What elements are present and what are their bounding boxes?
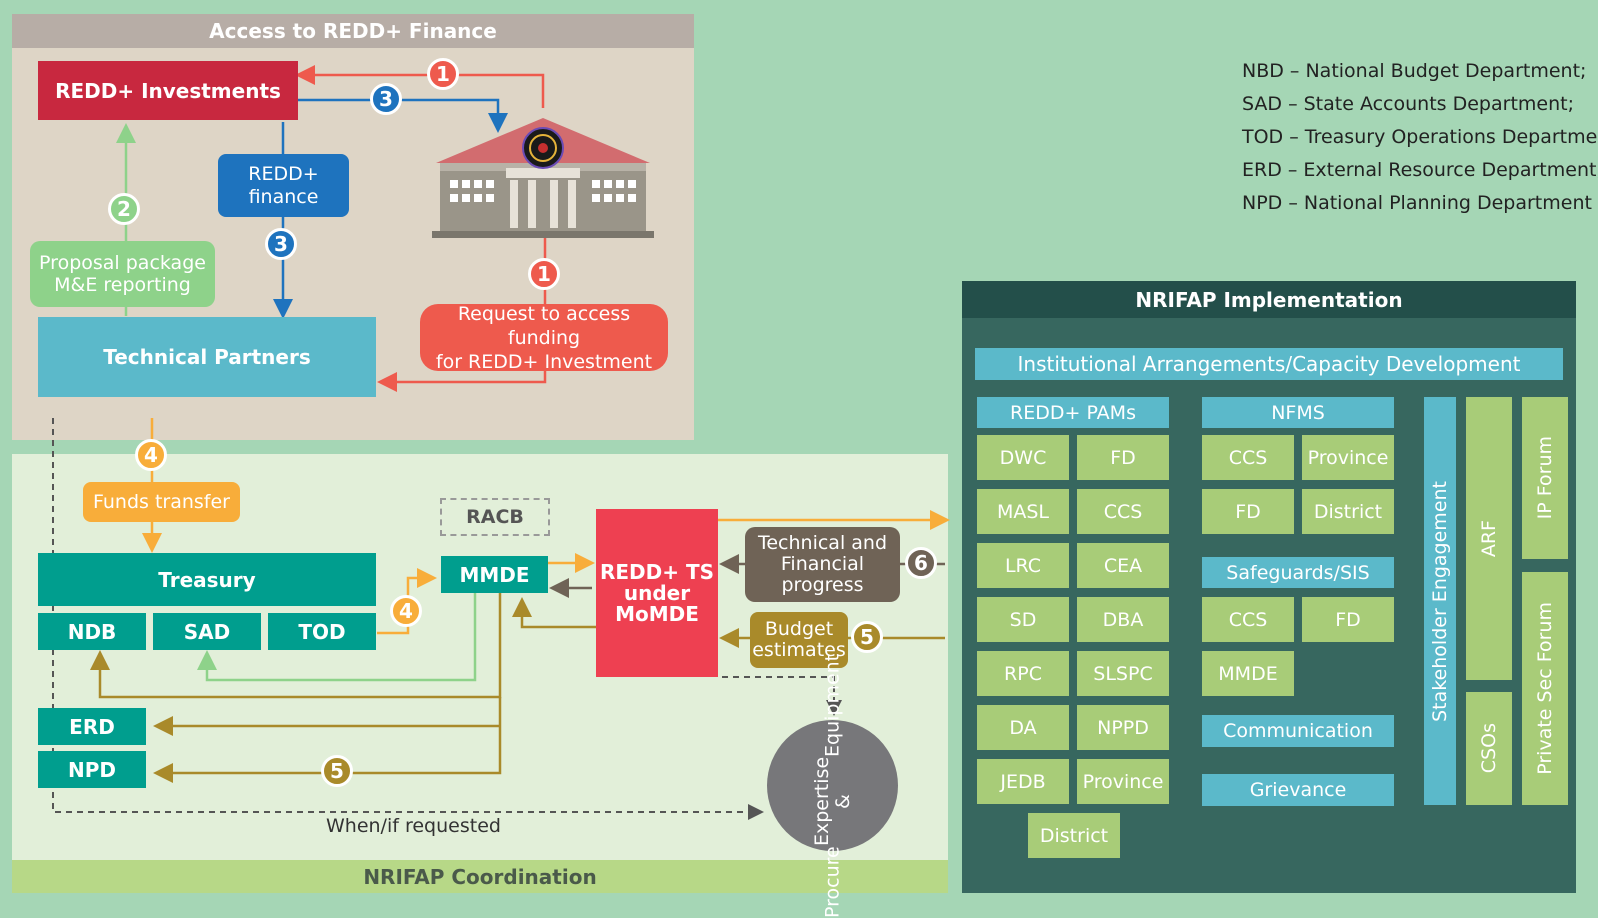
- pams-cell: SD: [977, 597, 1069, 642]
- request-line2: for REDD+ Investment: [435, 350, 653, 373]
- redd-ts-line3: MoMDE: [615, 601, 699, 626]
- tech-fin-line3: progress: [781, 574, 864, 596]
- pams-cell: DBA: [1077, 597, 1169, 642]
- safeguards-cell: CCS: [1202, 597, 1294, 642]
- step-4-badge: 4: [390, 595, 422, 627]
- pams-cell: JEDB: [977, 759, 1069, 804]
- redd-ts-line1: REDD+ TS: [599, 559, 715, 584]
- csos-label: CSOs: [1478, 723, 1500, 774]
- redd-finance-box: REDD+ finance: [218, 154, 349, 217]
- budget-line2: estimates: [752, 639, 846, 661]
- legend-erd: ERD – External Resource Department;: [1242, 159, 1598, 181]
- npd-box: NPD: [38, 751, 146, 788]
- redd-pams-header: REDD+ PAMs: [977, 397, 1169, 428]
- redd-ts-box: REDD+ TS under MoMDE: [596, 509, 718, 677]
- step-6-badge: 6: [905, 547, 937, 579]
- coordination-panel-title: NRIFAP Coordination: [12, 860, 948, 893]
- sad-box: SAD: [153, 613, 261, 650]
- legend-npd: NPD – National Planning Department: [1242, 192, 1592, 214]
- nfms-cell: CCS: [1202, 435, 1294, 480]
- racb-box: RACB: [440, 498, 550, 536]
- pams-cell: DA: [977, 705, 1069, 750]
- grievance-bar: Grievance: [1202, 774, 1394, 806]
- procure-label: Procure Expertise & Equipment: [810, 653, 854, 918]
- pams-cell: CCS: [1077, 489, 1169, 534]
- step-5-badge: 5: [321, 755, 353, 787]
- institutional-arrangements-bar: Institutional Arrangements/Capacity Deve…: [975, 348, 1563, 380]
- tech-fin-line2: Financial: [780, 553, 865, 575]
- treasury-building-icon: [432, 118, 654, 238]
- arf-label: ARF: [1478, 519, 1500, 558]
- nfms-cell: FD: [1202, 489, 1294, 534]
- safeguards-cell: MMDE: [1202, 651, 1294, 696]
- access-panel-title: Access to REDD+ Finance: [12, 14, 694, 48]
- procure-circle: Procure Expertise & Equipment: [767, 654, 898, 918]
- nfms-cell: Province: [1302, 435, 1394, 480]
- nfms-cell: District: [1302, 489, 1394, 534]
- redd-investments-box: REDD+ Investments: [38, 61, 298, 120]
- implementation-panel-title: NRIFAP Implementation: [962, 281, 1576, 318]
- proposal-line2: M&E reporting: [54, 274, 191, 296]
- proposal-package-box: Proposal package M&E reporting: [30, 241, 215, 307]
- pams-cell: FD: [1077, 435, 1169, 480]
- pams-cell: CEA: [1077, 543, 1169, 588]
- pams-cell: NPPD: [1077, 705, 1169, 750]
- pams-cell: MASL: [977, 489, 1069, 534]
- ip-forum-label: IP Forum: [1534, 436, 1556, 520]
- pams-cell: SLSPC: [1077, 651, 1169, 696]
- erd-box: ERD: [38, 708, 146, 745]
- budget-estimates-box: Budget estimates: [750, 612, 848, 668]
- technical-financial-progress-box: Technical and Financial progress: [745, 527, 900, 602]
- redd-ts-line2: under: [623, 580, 691, 605]
- private-sec-forum-bar: Private Sec Forum: [1522, 572, 1568, 805]
- request-funding-box: Request to access funding for REDD+ Inve…: [420, 302, 668, 373]
- private-sec-forum-label: Private Sec Forum: [1534, 602, 1556, 775]
- step-4-badge: 4: [135, 439, 167, 471]
- stakeholder-engagement-bar: Stakeholder Engagement: [1424, 397, 1456, 805]
- step-3-badge: 3: [370, 83, 402, 115]
- redd-finance-line1: REDD+: [248, 162, 319, 185]
- when-requested-label: When/if requested: [326, 815, 501, 837]
- step-1-badge: 1: [427, 58, 459, 90]
- legend-sad: SAD – State Accounts Department;: [1242, 93, 1574, 115]
- tech-fin-line1: Technical and: [757, 532, 888, 554]
- step-3-badge: 3: [265, 228, 297, 260]
- pams-cell: RPC: [977, 651, 1069, 696]
- procure-line2: Expertise &: [810, 756, 854, 846]
- funds-transfer-box: Funds transfer: [83, 482, 240, 522]
- legend-tod: TOD – Treasury Operations Department;: [1242, 126, 1598, 148]
- pams-cell: DWC: [977, 435, 1069, 480]
- technical-partners-box: Technical Partners: [38, 317, 376, 397]
- redd-finance-line2: finance: [248, 185, 319, 208]
- step-5-badge: 5: [851, 621, 883, 653]
- communication-bar: Communication: [1202, 715, 1394, 747]
- safeguards-cell: FD: [1302, 597, 1394, 642]
- stakeholder-engagement-label: Stakeholder Engagement: [1429, 480, 1451, 722]
- ndb-box: NDB: [38, 613, 146, 650]
- pams-cell-district: District: [1028, 813, 1120, 858]
- request-line1: Request to access funding: [457, 302, 631, 349]
- step-2-badge: 2: [108, 193, 140, 225]
- ip-forum-bar: IP Forum: [1522, 397, 1568, 559]
- procure-line1: Procure: [821, 845, 843, 918]
- nfms-header: NFMS: [1202, 397, 1394, 428]
- proposal-line1: Proposal package: [39, 252, 206, 274]
- pams-cell: Province: [1077, 759, 1169, 804]
- legend-nbd: NBD – National Budget Department;: [1242, 60, 1587, 82]
- safeguards-header: Safeguards/SIS: [1202, 557, 1394, 588]
- procure-line3: Equipment: [821, 653, 843, 757]
- treasury-box: Treasury: [38, 553, 376, 606]
- tod-box: TOD: [268, 613, 376, 650]
- csos-bar: CSOs: [1466, 692, 1512, 805]
- pams-cell: LRC: [977, 543, 1069, 588]
- budget-line1: Budget: [764, 618, 834, 640]
- step-1-badge: 1: [528, 258, 560, 290]
- arf-bar: ARF: [1466, 397, 1512, 680]
- mmde-box: MMDE: [441, 556, 548, 593]
